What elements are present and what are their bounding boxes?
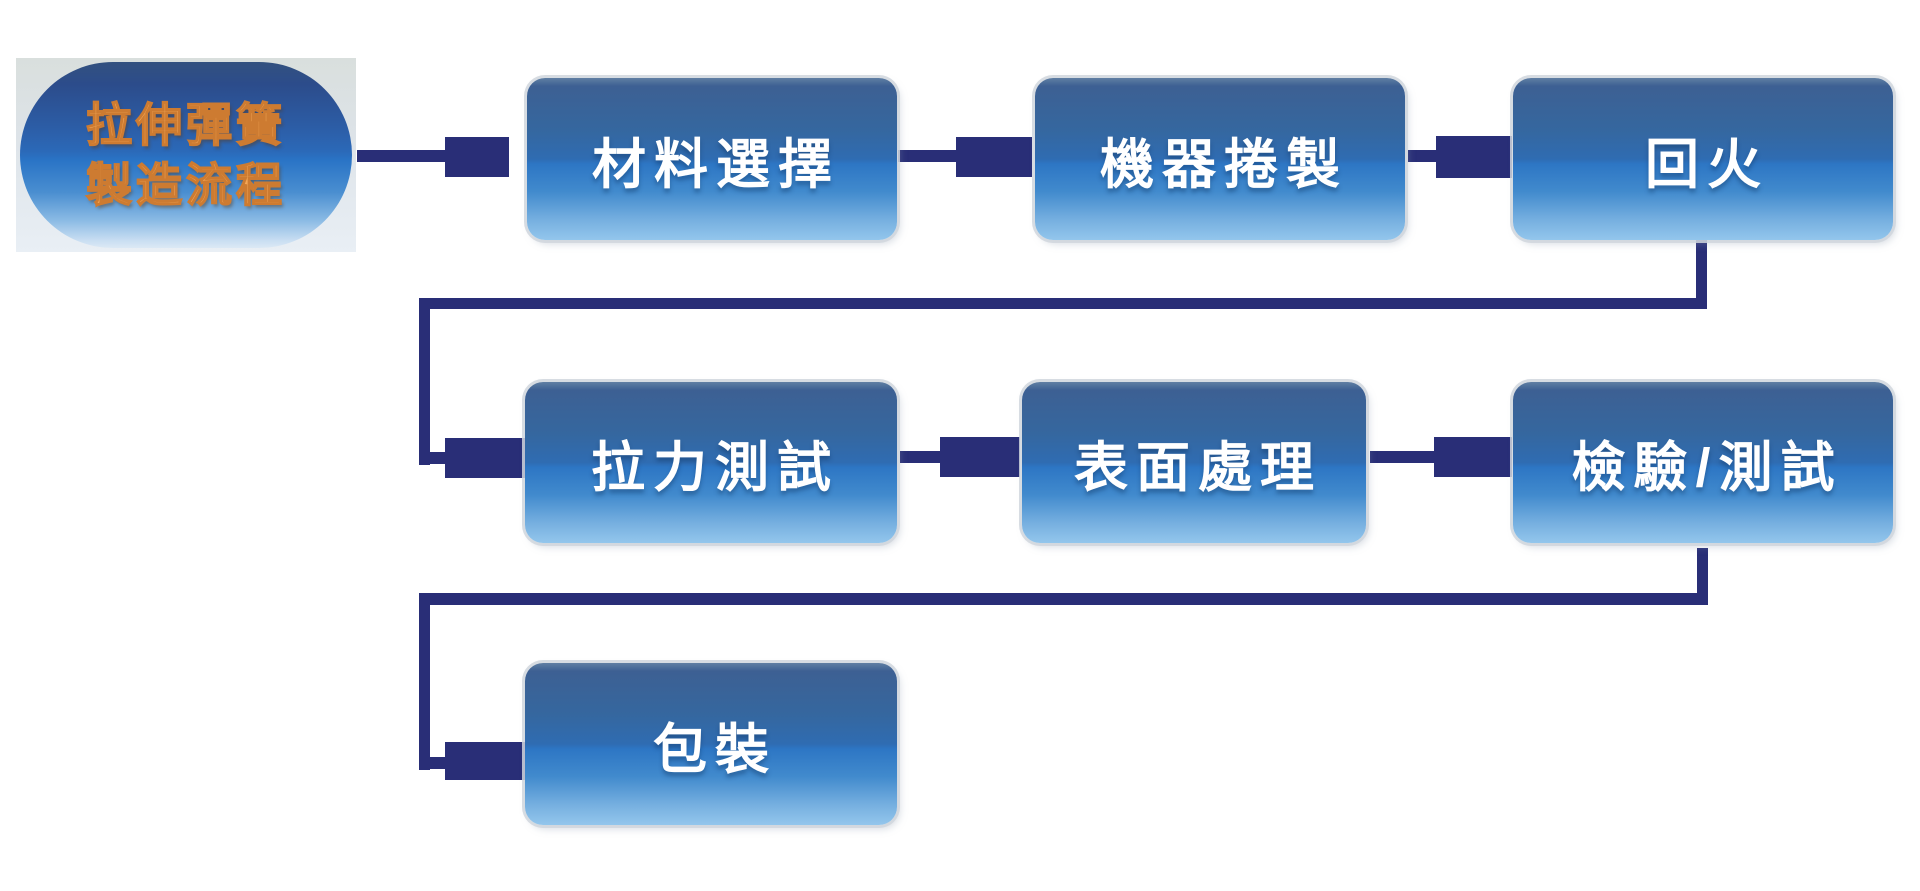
connector-row2-row3-horizontal: [419, 593, 1708, 605]
connector-to-packaging-block: [445, 742, 525, 780]
connector-to-tension-block: [445, 438, 525, 478]
node-tension-test: 拉力測試: [525, 382, 897, 543]
node-inspection-test-label: 檢驗/測試: [1571, 438, 1843, 498]
title-pill: 拉伸彈簧 製造流程: [20, 62, 352, 248]
node-material-selection: 材料選擇: [527, 78, 897, 240]
title-line-2: 製造流程: [85, 158, 286, 212]
node-tempering: 回火: [1513, 78, 1893, 240]
connector-coiling-to-tempering-block: [1436, 136, 1512, 178]
node-machine-coiling-label: 機器捲製: [1100, 134, 1348, 195]
node-packaging-label: 包裝: [653, 719, 777, 780]
connector-inspection-down: [1697, 548, 1708, 605]
connector-to-packaging-line: [419, 757, 445, 769]
connector-coiling-to-tempering-line: [1408, 150, 1436, 162]
connector-tension-to-surface-line: [900, 451, 940, 463]
connector-row2-down: [419, 298, 430, 465]
node-tempering-label: 回火: [1645, 134, 1769, 195]
connector-tempering-down: [1696, 237, 1707, 309]
node-surface-treatment-label: 表面處理: [1074, 438, 1322, 498]
node-packaging: 包裝: [525, 663, 897, 825]
connector-row3-down: [419, 593, 430, 770]
node-surface-treatment: 表面處理: [1022, 382, 1366, 543]
node-machine-coiling: 機器捲製: [1035, 78, 1405, 240]
node-material-selection-label: 材料選擇: [592, 134, 840, 195]
connector-title-to-material-block: [445, 137, 509, 177]
connector-to-tension-line: [419, 452, 445, 464]
connector-row1-row2-horizontal: [419, 298, 1707, 309]
connector-material-to-coiling-block: [956, 137, 1032, 177]
node-tension-test-label: 拉力測試: [591, 438, 839, 498]
connector-material-to-coiling-line: [898, 150, 956, 162]
connector-title-to-material-line: [357, 150, 445, 162]
connector-surface-to-inspection-line: [1370, 451, 1434, 463]
connector-tension-to-surface-block: [940, 437, 1020, 477]
node-inspection-test: 檢驗/測試: [1513, 382, 1893, 543]
title-line-1: 拉伸彈簧: [85, 98, 286, 152]
connector-surface-to-inspection-block: [1434, 437, 1512, 477]
